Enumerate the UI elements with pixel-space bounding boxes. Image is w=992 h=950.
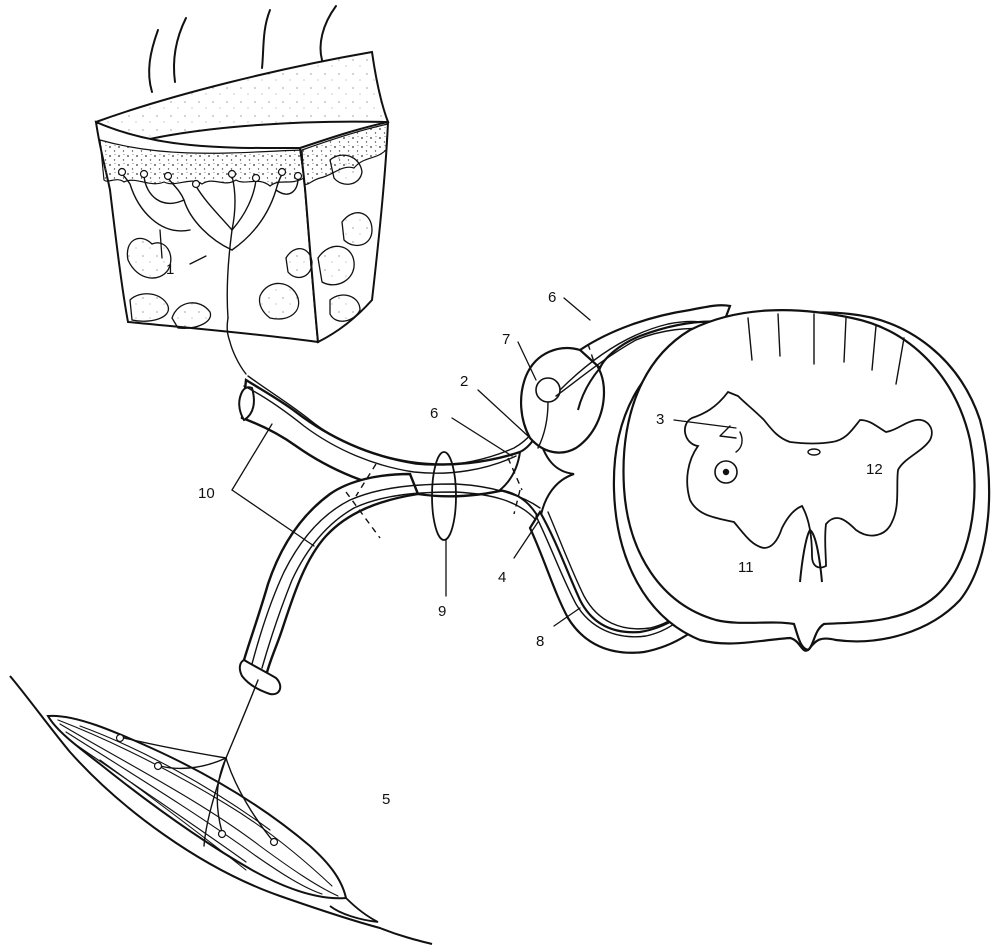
ganglion-cell-icon bbox=[536, 378, 560, 402]
central-canal bbox=[808, 449, 820, 455]
muscle-outline bbox=[330, 898, 378, 922]
label-5: 5 bbox=[382, 791, 390, 808]
hair-icon bbox=[321, 6, 336, 60]
label-4: 4 bbox=[498, 569, 506, 586]
muscle bbox=[10, 676, 432, 944]
leader-6a bbox=[564, 298, 590, 320]
hair-icon bbox=[149, 30, 158, 92]
skin-block bbox=[96, 6, 388, 374]
leader-10b bbox=[232, 490, 314, 546]
label-8: 8 bbox=[536, 633, 544, 650]
hair-icon bbox=[174, 18, 186, 82]
label-1: 1 bbox=[166, 261, 174, 278]
label-6a: 6 bbox=[548, 289, 556, 306]
label-9: 9 bbox=[438, 603, 446, 620]
label-10: 10 bbox=[198, 485, 215, 502]
label-3: 3 bbox=[656, 411, 664, 428]
leader-10 bbox=[232, 424, 272, 490]
label-6b: 6 bbox=[430, 405, 438, 422]
leader-6b bbox=[452, 418, 512, 456]
label-7: 7 bbox=[502, 331, 510, 348]
motor-neuron-nucleus bbox=[723, 469, 729, 475]
hair-icon bbox=[262, 10, 270, 68]
nerve-branch-muscular bbox=[244, 474, 418, 676]
label-11: 11 bbox=[738, 559, 754, 576]
dorsal-root-ganglion bbox=[521, 348, 604, 452]
label-12: 12 bbox=[866, 461, 883, 478]
spinal-cord-section bbox=[614, 310, 989, 651]
label-2: 2 bbox=[460, 373, 468, 390]
